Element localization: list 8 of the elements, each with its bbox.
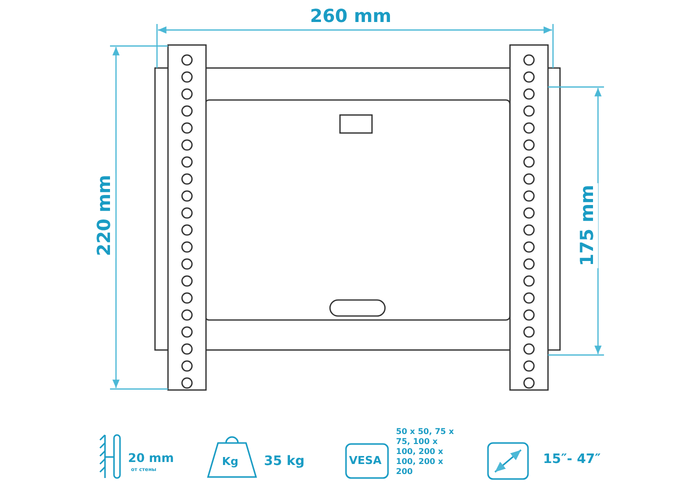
load-value: 35 kg [264, 454, 305, 469]
dimension-label: 260 mm [310, 6, 392, 27]
screen-size-range: 15″- 47″ [543, 452, 601, 467]
dimension-label: 175 mm [577, 182, 598, 268]
vesa-label: VESA [349, 454, 382, 467]
vesa-sizes: 50 x 50, 75 x 75, 100 x 100, 200 x 100, 200 x 200 [396, 427, 455, 477]
depth-value: 20 mm [128, 451, 174, 465]
weight-unit: Kg [222, 455, 238, 468]
